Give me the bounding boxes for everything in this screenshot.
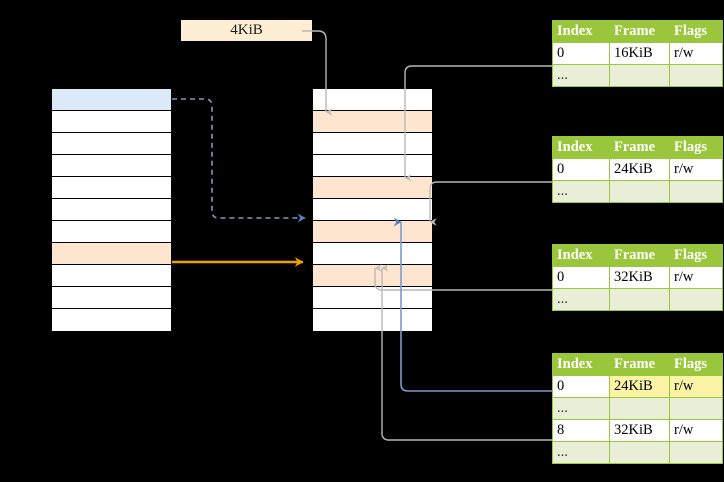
physical-block-row-1 [313, 111, 432, 133]
cell-frame: 32KiB [609, 266, 670, 289]
virtual-block-row-4 [52, 177, 171, 199]
column-header-index: Index [552, 136, 610, 159]
cell-frame: 32KiB [609, 419, 670, 442]
virtual-block-row-5 [52, 199, 171, 221]
column-header-frame: Frame [609, 136, 670, 159]
physical-block-row-10 [313, 309, 432, 331]
cell-frame [609, 180, 670, 203]
table-row: ... [552, 441, 723, 464]
cell-flags [669, 180, 723, 203]
column-header-index: Index [552, 353, 610, 376]
cell-flags [669, 441, 723, 464]
cell-frame [609, 441, 670, 464]
virtual-block-row-6 [52, 221, 171, 243]
cell-index: ... [552, 397, 610, 420]
cell-flags: r/w [669, 266, 723, 289]
cell-frame [609, 288, 670, 311]
physical-block-row-8 [313, 265, 432, 287]
column-header-flags: Flags [669, 244, 723, 267]
cell-flags: r/w [669, 419, 723, 442]
cell-index: 0 [552, 375, 610, 398]
column-header-frame: Frame [609, 244, 670, 267]
cell-frame: 24KiB [609, 375, 670, 398]
physical-block-row-0 [313, 89, 432, 111]
column-header-frame: Frame [609, 20, 670, 43]
virtual-block-row-10 [52, 309, 171, 331]
cell-index: 8 [552, 419, 610, 442]
virtual-block-row-1 [52, 111, 171, 133]
column-header-index: Index [552, 20, 610, 43]
cell-frame: 16KiB [609, 42, 670, 65]
cell-flags [669, 288, 723, 311]
cell-index: 0 [552, 158, 610, 181]
table-row: ... [552, 180, 723, 203]
cell-frame [609, 397, 670, 420]
virtual-address-space-block [51, 88, 172, 331]
cell-flags: r/w [669, 375, 723, 398]
physical-block-row-5 [313, 199, 432, 221]
column-header-frame: Frame [609, 353, 670, 376]
physical-block-row-2 [313, 133, 432, 155]
virtual-block-row-8 [52, 265, 171, 287]
cell-flags [669, 397, 723, 420]
physical-block-row-7 [313, 243, 432, 265]
cell-index: ... [552, 180, 610, 203]
virtual-block-row-2 [52, 133, 171, 155]
virtual-block-row-0 [52, 89, 171, 111]
cell-frame [609, 64, 670, 87]
physical-memory-block [312, 88, 433, 331]
cell-index: ... [552, 288, 610, 311]
physical-block-row-9 [313, 287, 432, 309]
cell-index: ... [552, 64, 610, 87]
table-row: ... [552, 64, 723, 87]
virtual-block-row-9 [52, 287, 171, 309]
cell-flags [669, 64, 723, 87]
virtual-block-row-7 [52, 243, 171, 265]
column-header-index: Index [552, 244, 610, 267]
column-header-flags: Flags [669, 136, 723, 159]
column-header-flags: Flags [669, 353, 723, 376]
cell-index: 0 [552, 266, 610, 289]
cell-flags: r/w [669, 42, 723, 65]
table-row: ... [552, 397, 723, 420]
physical-block-row-6 [313, 221, 432, 243]
cell-flags: r/w [669, 158, 723, 181]
physical-block-row-4 [313, 177, 432, 199]
cell-index: 0 [552, 42, 610, 65]
cell-index: ... [552, 441, 610, 464]
virtual-block-row-3 [52, 155, 171, 177]
physical-block-row-3 [313, 155, 432, 177]
column-header-flags: Flags [669, 20, 723, 43]
table-row: ... [552, 288, 723, 311]
cell-frame: 24KiB [609, 158, 670, 181]
size-label-4kib: 4KiB [181, 20, 312, 41]
